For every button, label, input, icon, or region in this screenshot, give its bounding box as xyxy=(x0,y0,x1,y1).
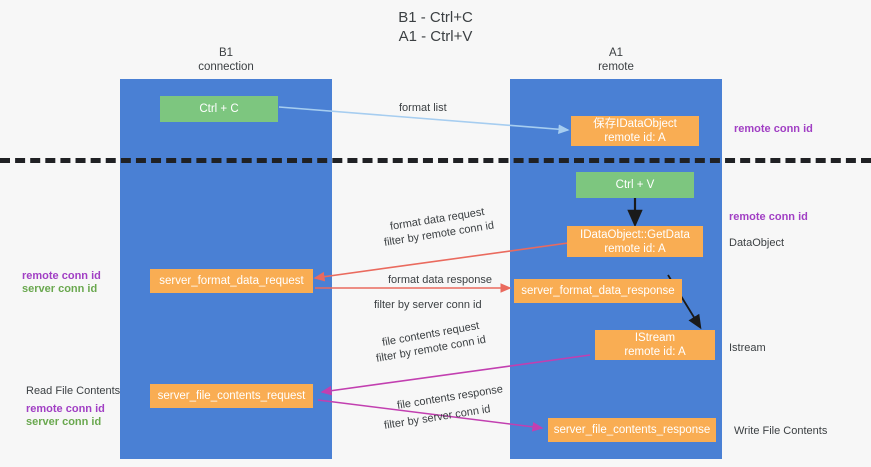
label-format-data-request-filter-prefix: filter by xyxy=(383,230,424,249)
box-server-file-contents-request-label: server_file_contents_request xyxy=(157,390,306,402)
box-server-format-data-request-label: server_format_data_request xyxy=(159,275,304,287)
annotation-left-remote-conn-id-bottom: remote conn id xyxy=(26,403,105,415)
label-file-contents-response-filter-prefix: filter by xyxy=(383,413,424,432)
title-line-1: B1 - Ctrl+C xyxy=(398,9,473,26)
label-file-contents-request-filter-prefix: filter by xyxy=(375,346,416,365)
box-getdata-line2: remote id: A xyxy=(604,242,666,255)
box-getdata-line1: IDataObject::GetData xyxy=(580,228,690,241)
lane-header-b1: B1 connection xyxy=(120,46,332,74)
label-format-data-response-filter-key: server conn id xyxy=(412,299,482,311)
annotation-remote-conn-id-top: remote conn id xyxy=(734,123,813,135)
box-server-format-data-response[interactable]: server_format_data_response xyxy=(514,279,682,303)
label-format-data-response: format data response xyxy=(388,274,492,286)
label-format-data-response-filter-prefix: filter by xyxy=(374,299,413,311)
box-save-idataobject-line1: 保存IDataObject xyxy=(593,118,677,130)
annotation-istream: Istream xyxy=(729,342,766,354)
box-server-format-data-response-label: server_format_data_response xyxy=(521,285,675,297)
box-server-file-contents-response-label: server_file_contents_response xyxy=(553,424,711,436)
box-ctrl-v[interactable]: Ctrl + V xyxy=(576,172,694,198)
annotation-left-remote-conn-id-mid: remote conn id xyxy=(22,270,101,282)
box-save-idataobject[interactable]: 保存IDataObject remote id: A xyxy=(571,116,699,146)
lane-header-a1: A1 remote xyxy=(510,46,722,74)
box-istream-line1: IStream xyxy=(634,332,676,344)
box-getdata[interactable]: IDataObject::GetData remote id: A xyxy=(567,226,703,257)
lane-header-a1-role: remote xyxy=(598,61,634,73)
label-format-data-response-filter: filter by server conn id xyxy=(374,298,482,312)
phase-divider xyxy=(0,158,871,163)
lane-header-b1-role: connection xyxy=(198,61,254,73)
lane-header-a1-name: A1 xyxy=(608,47,624,59)
label-format-list: format list xyxy=(399,102,447,114)
box-ctrl-c[interactable]: Ctrl + C xyxy=(160,96,278,122)
box-server-file-contents-response[interactable]: server_file_contents_response xyxy=(548,418,716,442)
lane-header-b1-name: B1 xyxy=(218,47,234,59)
box-server-file-contents-request[interactable]: server_file_contents_request xyxy=(150,384,313,408)
annotation-write-file-contents: Write File Contents xyxy=(734,425,828,437)
box-istream-line2: remote id: A xyxy=(624,346,686,358)
annotation-dataobject: DataObject xyxy=(729,237,785,249)
annotation-read-file-contents: Read File Contents xyxy=(26,385,121,397)
annotation-remote-conn-id-mid: remote conn id xyxy=(729,211,808,223)
box-server-format-data-request[interactable]: server_format_data_request xyxy=(150,269,313,293)
annotation-left-server-conn-id-mid: server conn id xyxy=(22,283,98,295)
annotation-left-server-conn-id-bottom: server conn id xyxy=(26,416,102,428)
box-save-idataobject-line2: remote id: A xyxy=(604,132,666,144)
box-istream[interactable]: IStream remote id: A xyxy=(595,330,715,360)
page-title: B1 - Ctrl+C A1 - Ctrl+V xyxy=(0,8,871,46)
title-line-2: A1 - Ctrl+V xyxy=(398,28,473,45)
box-ctrl-c-label: Ctrl + C xyxy=(199,103,239,115)
box-ctrl-v-label: Ctrl + V xyxy=(615,179,655,191)
